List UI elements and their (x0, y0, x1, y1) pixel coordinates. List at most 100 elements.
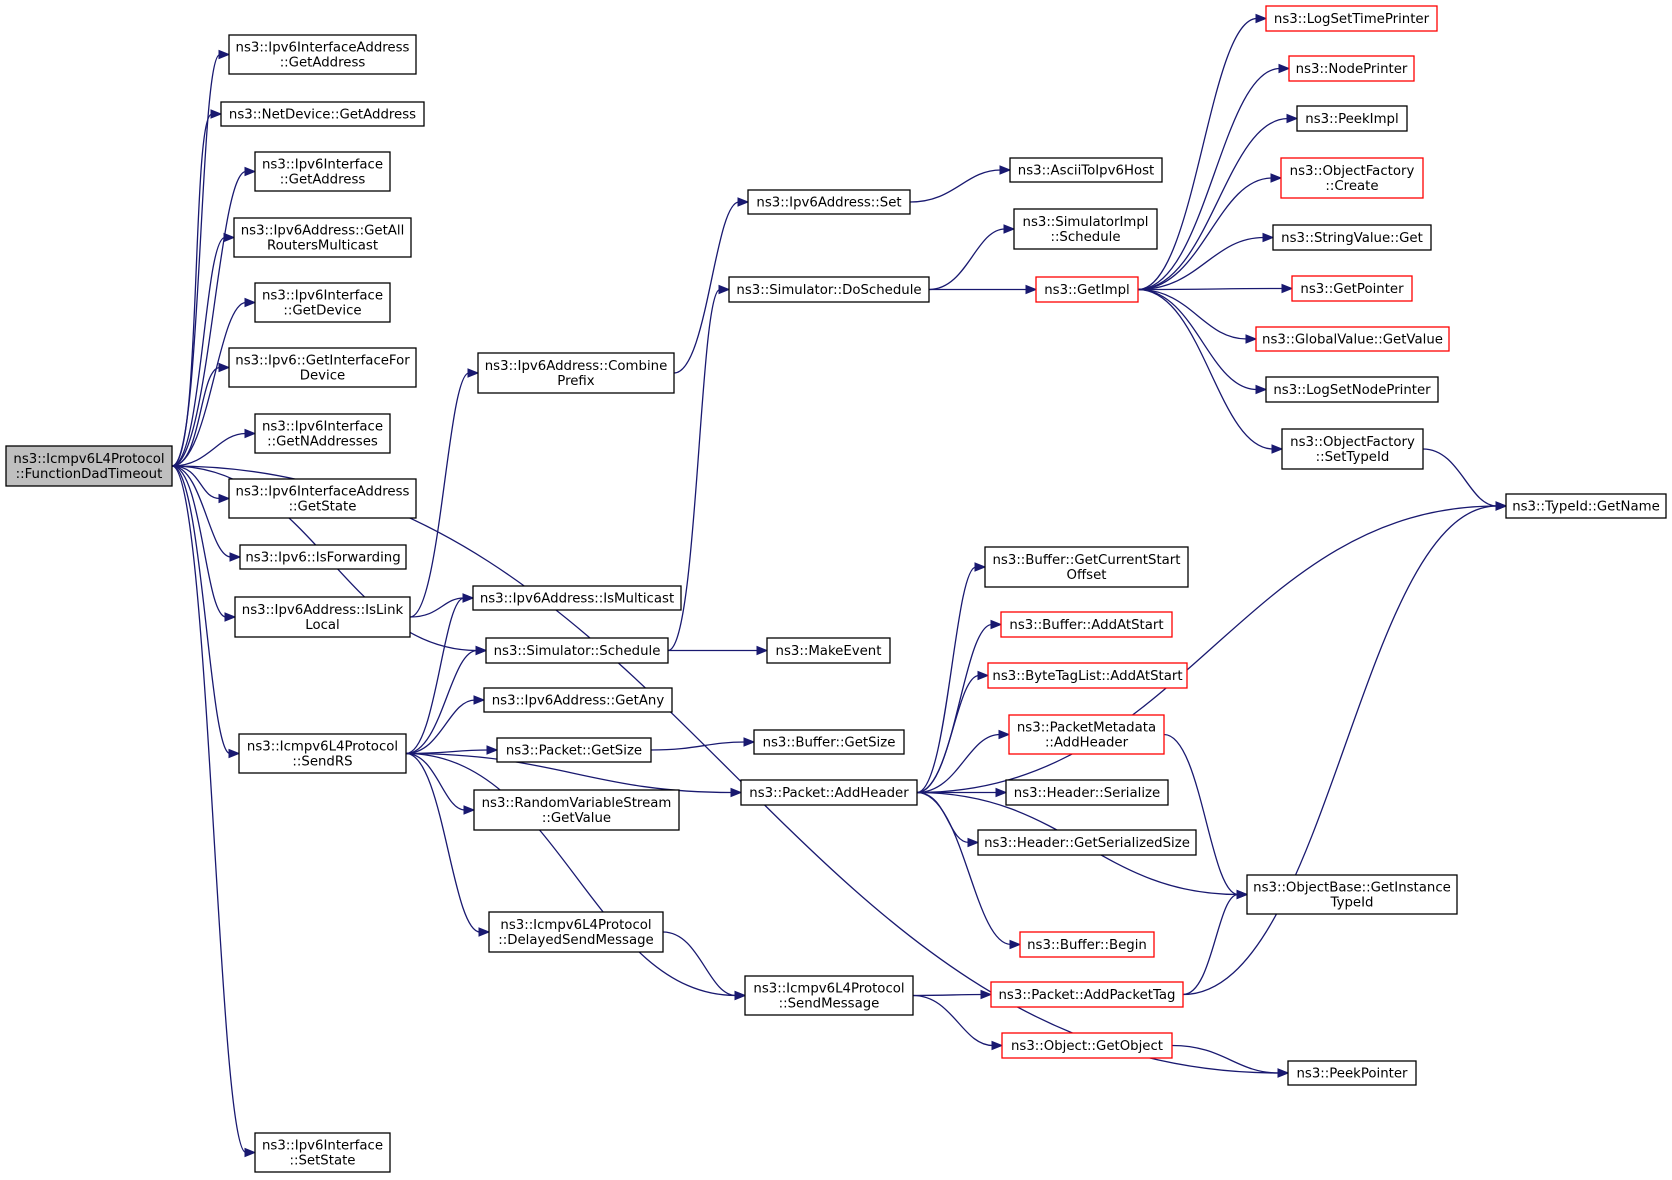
node-iface-getdevice[interactable]: ns3::Ipv6Interface::GetDevice (254, 282, 391, 323)
node-addr-ismulticast[interactable]: ns3::Ipv6Address::IsMulticast (472, 585, 682, 611)
node-rvs-getvalue[interactable]: ns3::RandomVariableStream::GetValue (473, 789, 680, 831)
node-root[interactable]: ns3::Icmpv6L4Protocol::FunctionDadTimeou… (5, 445, 173, 487)
node-box[interactable] (473, 789, 680, 831)
node-box[interactable] (239, 544, 407, 570)
node-asciitoipv6host[interactable]: ns3::AsciiToIpv6Host (1009, 157, 1163, 183)
node-addr-set[interactable]: ns3::Ipv6Address::Set (747, 189, 911, 215)
node-box[interactable] (485, 637, 669, 664)
node-icmp-sendmessage[interactable]: ns3::Icmpv6L4Protocol::SendMessage (744, 975, 914, 1016)
node-box[interactable] (1035, 276, 1139, 303)
node-logsetnodeprinter[interactable]: ns3::LogSetNodePrinter (1265, 376, 1439, 403)
node-simimpl-schedule[interactable]: ns3::SimulatorImpl::Schedule (1013, 208, 1158, 250)
node-box[interactable] (496, 737, 652, 763)
node-box[interactable] (1246, 874, 1458, 915)
node-header-serialize[interactable]: ns3::Header::Serialize (1005, 779, 1169, 806)
node-box[interactable] (990, 981, 1184, 1008)
node-box[interactable] (1280, 157, 1424, 199)
node-box[interactable] (472, 585, 682, 611)
node-packet-addheader[interactable]: ns3::Packet::AddHeader (740, 779, 918, 806)
node-packet-getsize[interactable]: ns3::Packet::GetSize (496, 737, 652, 763)
node-box[interactable] (766, 637, 891, 664)
node-buffer-getsize[interactable]: ns3::Buffer::GetSize (753, 729, 905, 755)
node-iface-setstate[interactable]: ns3::Ipv6Interface::SetState (254, 1132, 391, 1173)
node-box[interactable] (220, 101, 425, 127)
node-ipv6-isforwarding[interactable]: ns3::Ipv6::IsForwarding (239, 544, 407, 570)
node-box[interactable] (744, 975, 914, 1016)
node-box[interactable] (477, 352, 675, 394)
node-objfactory-settypeid[interactable]: ns3::ObjectFactory::SetTypeId (1281, 428, 1424, 470)
node-box[interactable] (977, 829, 1197, 856)
node-box[interactable] (747, 189, 911, 215)
node-box[interactable] (1281, 428, 1424, 470)
node-stringvalue-get[interactable]: ns3::StringValue::Get (1272, 224, 1432, 251)
node-logsettimeprinter[interactable]: ns3::LogSetTimePrinter (1265, 5, 1438, 32)
node-box[interactable] (254, 413, 391, 454)
node-box[interactable] (1013, 208, 1158, 250)
node-objfactory-create[interactable]: ns3::ObjectFactory::Create (1280, 157, 1424, 199)
node-globalvalue-getvalue[interactable]: ns3::GlobalValue::GetValue (1255, 326, 1450, 352)
node-box[interactable] (228, 347, 417, 388)
node-box[interactable] (1265, 376, 1439, 403)
node-box[interactable] (233, 217, 412, 258)
node-buffer-begin[interactable]: ns3::Buffer::Begin (1019, 931, 1155, 958)
node-peekimpl[interactable]: ns3::PeekImpl (1296, 105, 1408, 132)
node-iface-getaddress[interactable]: ns3::Ipv6Interface::GetAddress (254, 151, 391, 192)
node-box[interactable] (1255, 326, 1450, 352)
node-sim-schedule[interactable]: ns3::Simulator::Schedule (485, 637, 669, 664)
node-ifaddr-getaddress[interactable]: ns3::Ipv6InterfaceAddress::GetAddress (228, 34, 417, 75)
node-icmp-delayedsend[interactable]: ns3::Icmpv6L4Protocol::DelayedSendMessag… (488, 911, 664, 953)
node-box[interactable] (228, 478, 417, 519)
node-makeevent[interactable]: ns3::MakeEvent (766, 637, 891, 664)
node-box[interactable] (5, 445, 173, 487)
node-box[interactable] (1265, 5, 1438, 32)
node-box[interactable] (1001, 1032, 1173, 1059)
node-box[interactable] (234, 596, 411, 638)
node-iface-getnaddresses[interactable]: ns3::Ipv6Interface::GetNAddresses (254, 413, 391, 454)
node-getimpl[interactable]: ns3::GetImpl (1035, 276, 1139, 303)
node-box[interactable] (228, 34, 417, 75)
node-header-getserializedsize[interactable]: ns3::Header::GetSerializedSize (977, 829, 1197, 856)
node-box[interactable] (753, 729, 905, 755)
node-box[interactable] (728, 276, 930, 303)
node-typeid-getname[interactable]: ns3::TypeId::GetName (1505, 493, 1667, 519)
node-box[interactable] (1288, 55, 1415, 82)
node-peekpointer[interactable]: ns3::PeekPointer (1287, 1060, 1417, 1086)
node-box[interactable] (1296, 105, 1408, 132)
node-getpointer[interactable]: ns3::GetPointer (1291, 275, 1413, 302)
node-ifaddr-getstate[interactable]: ns3::Ipv6InterfaceAddress::GetState (228, 478, 417, 519)
node-box[interactable] (1505, 493, 1667, 519)
node-box[interactable] (488, 911, 664, 953)
node-box[interactable] (1008, 714, 1165, 755)
node-packet-addpackettag[interactable]: ns3::Packet::AddPacketTag (990, 981, 1184, 1008)
node-box[interactable] (1291, 275, 1413, 302)
node-netdevice-getaddress[interactable]: ns3::NetDevice::GetAddress (220, 101, 425, 127)
node-box[interactable] (987, 662, 1188, 689)
node-box[interactable] (1009, 157, 1163, 183)
node-object-getobject[interactable]: ns3::Object::GetObject (1001, 1032, 1173, 1059)
node-sim-doschedule[interactable]: ns3::Simulator::DoSchedule (728, 276, 930, 303)
node-box[interactable] (1019, 931, 1155, 958)
node-nodeprinter[interactable]: ns3::NodePrinter (1288, 55, 1415, 82)
node-box[interactable] (1287, 1060, 1417, 1086)
node-box[interactable] (740, 779, 918, 806)
node-box[interactable] (1272, 224, 1432, 251)
node-box[interactable] (254, 282, 391, 323)
node-box[interactable] (483, 687, 673, 713)
node-buffer-addatstart[interactable]: ns3::Buffer::AddAtStart (1000, 611, 1173, 638)
node-box[interactable] (984, 546, 1189, 588)
node-box[interactable] (238, 733, 407, 774)
node-pktmeta-addheader[interactable]: ns3::PacketMetadata::AddHeader (1008, 714, 1165, 755)
node-icmp-sendrs[interactable]: ns3::Icmpv6L4Protocol::SendRS (238, 733, 407, 774)
node-box[interactable] (254, 151, 391, 192)
node-addr-getany[interactable]: ns3::Ipv6Address::GetAny (483, 687, 673, 713)
node-box[interactable] (1005, 779, 1169, 806)
node-bytetaglist-addatstart[interactable]: ns3::ByteTagList::AddAtStart (987, 662, 1188, 689)
node-box[interactable] (254, 1132, 391, 1173)
node-box[interactable] (1000, 611, 1173, 638)
